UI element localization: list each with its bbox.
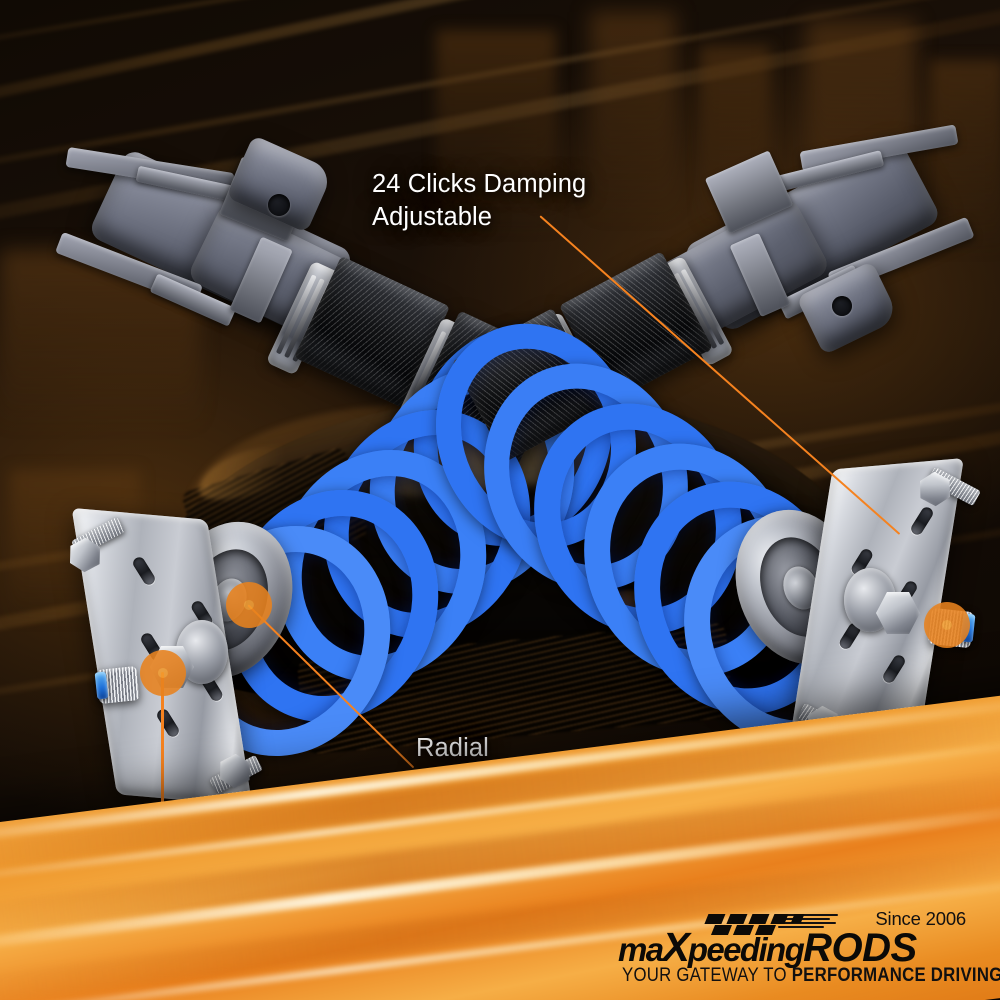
speed-lines-icon: [778, 914, 842, 929]
logo-tagline: YOUR GATEWAY TO PERFORMANCE DRIVING: [622, 964, 1000, 987]
logo-part-rods: RODS: [803, 926, 917, 970]
callout-dot-damping: [924, 602, 970, 648]
logo-part-peeding: peeding: [687, 931, 805, 968]
callout-damping-label: 24 Clicks Damping Adjustable: [372, 170, 587, 231]
logo-wordmark: maXpeedingRODS: [618, 924, 917, 971]
maxpeedingrods-logo: Since 2006 maXpeedingRODS YOUR GATEWAY T…: [618, 908, 1000, 986]
callout-dot-topmount: [140, 650, 186, 696]
since-label: Since 2006: [875, 908, 966, 929]
logo-part-ma: ma: [618, 931, 664, 968]
leader-line-topmount: [161, 672, 164, 838]
tagline-light: YOUR GATEWAY TO: [622, 964, 792, 986]
logo-part-x: X: [662, 924, 690, 970]
tagline-bold: PERFORMANCE DRIVING: [791, 964, 1000, 986]
callout-dot-bearing: [226, 582, 272, 628]
